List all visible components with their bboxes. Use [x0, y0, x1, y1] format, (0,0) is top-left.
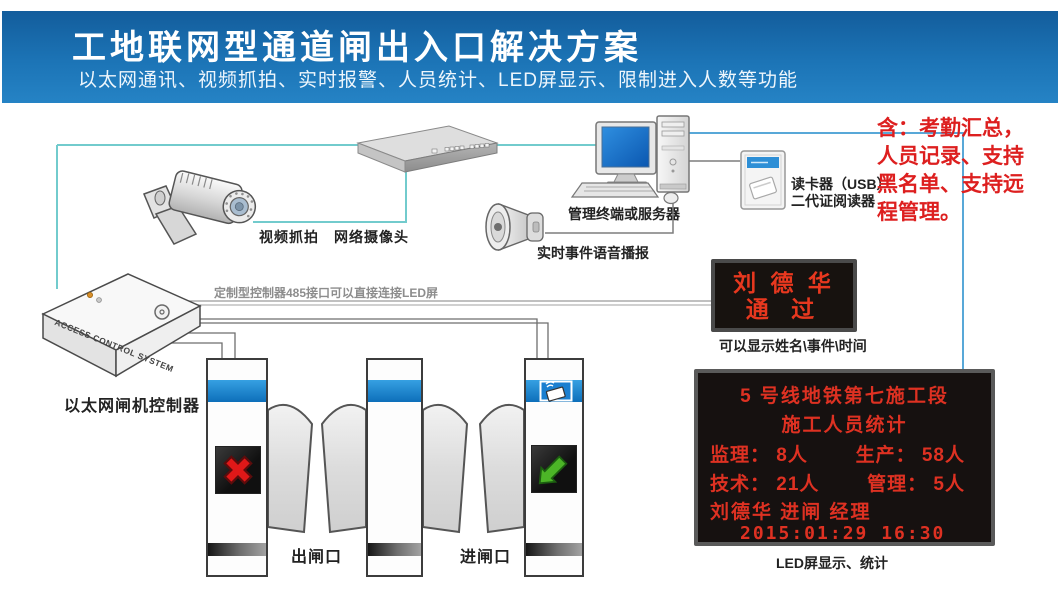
card-reader-label-line2: 二代证阅读器: [791, 193, 875, 209]
annotation-line: 黑名单、支持远: [877, 172, 1024, 196]
exit-gate-label: 出闸口: [291, 549, 343, 566]
red-cross-icon: [223, 455, 253, 485]
computer-server-icon: [570, 115, 690, 205]
small-led-name: 刘 德 华: [733, 269, 835, 296]
turnstile-pillar-middle: [366, 358, 423, 577]
flap-barriers: [267, 403, 525, 534]
annotation-line: 程管理。: [877, 200, 961, 224]
rs485-note: 定制型控制器485接口可以直接连接LED屏: [214, 286, 439, 300]
entry-gate-label: 进闸口: [460, 549, 512, 566]
annotation-line: 含：考勤汇总，: [877, 116, 1024, 140]
controller-label: 以太网闸机控制器: [64, 398, 201, 415]
page-subtitle: 以太网通讯、视频抓拍、实时报警、人员统计、LED屏显示、限制进入人数等功能: [78, 70, 798, 91]
turnstile-pillar-right: [524, 358, 584, 577]
stat-supervision: 监理： 8人: [710, 445, 808, 466]
access-controller-icon: [41, 273, 202, 378]
deny-display: [215, 446, 261, 494]
horn-speaker-icon: [485, 203, 544, 251]
pillar-blue-band: [526, 380, 582, 402]
pillar-dark-band: [526, 543, 582, 556]
big-led-stats-row: 监理： 8人 生产： 58人: [698, 440, 991, 467]
big-led-caption: LED屏显示、统计: [776, 555, 888, 571]
stat-production: 生产： 58人: [855, 445, 965, 466]
camera-label: 视频抓拍 网络摄像头: [259, 229, 409, 245]
page-title: 工地联网型通道闸出入口解决方案: [72, 29, 642, 67]
pillar-blue-band: [368, 380, 421, 402]
big-led-title: 5 号线地铁第七施工段: [740, 386, 949, 407]
annotation-line: 人员记录、支持: [877, 144, 1024, 168]
small-led-caption: 可以显示姓名\事件\时间: [719, 338, 867, 354]
stat-technical: 技术： 21人: [710, 474, 820, 495]
network-switch-icon: [356, 125, 499, 173]
small-led-status: 通 过: [745, 295, 823, 322]
big-led-panel: 5 号线地铁第七施工段 施工人员统计 监理： 8人 生产： 58人 技术： 21…: [694, 369, 995, 546]
pillar-dark-band: [368, 543, 421, 556]
annotation-text: 含：考勤汇总， 人员记录、支持 黑名单、支持远 程管理。: [877, 114, 1027, 226]
cctv-camera-icon: [143, 170, 257, 245]
entry-display: [531, 445, 577, 493]
header-banner: 工地联网型通道闸出入口解决方案 以太网通讯、视频抓拍、实时报警、人员统计、LED…: [2, 11, 1058, 103]
pillar-dark-band: [208, 543, 266, 556]
big-led-subtitle: 施工人员统计: [781, 415, 908, 436]
card-reader-label-line1: 读卡器（USB）: [791, 176, 891, 192]
small-led-panel: 刘 德 华 通 过: [711, 259, 857, 332]
green-entry-arrow-icon: [538, 455, 568, 485]
big-led-event-line: 刘德华 进闸 经理: [710, 502, 872, 523]
stat-management: 管理： 5人: [867, 474, 965, 495]
card-reader-icon: [740, 150, 786, 210]
pillar-blue-band: [208, 380, 266, 402]
big-led-stats-row: 技术： 21人 管理： 5人: [698, 469, 991, 496]
turnstile-pillar-left: [206, 358, 268, 577]
big-led-time-line: 2015:01:29 16:30: [740, 523, 946, 544]
speaker-label: 实时事件语音播报: [537, 245, 649, 261]
server-label: 管理终端或服务器: [568, 206, 680, 222]
card-swipe-icon: [539, 380, 573, 402]
